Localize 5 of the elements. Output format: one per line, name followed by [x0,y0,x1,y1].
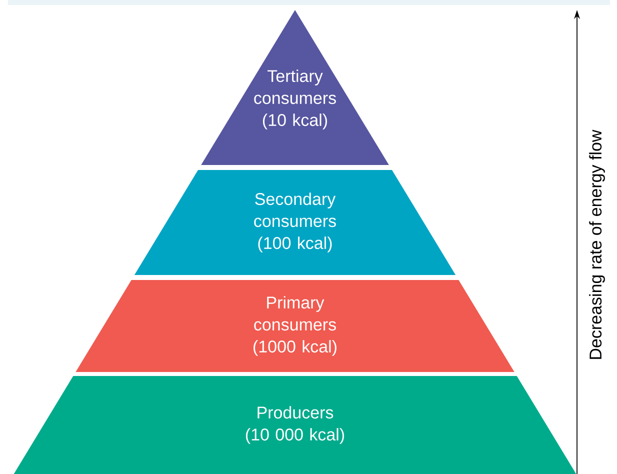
pyramid-tier: Primary consumers (1000 kcal) [76,280,514,372]
arrow-label: Decreasing rate of energy flow [589,130,605,359]
pyramid-tier: Secondary consumers (100 kcal) [134,170,456,275]
pyramid-tier: Producers (10 000 kcal) [14,376,576,474]
pyramid-tier: Tertiary consumers (10 kcal) [201,10,389,165]
